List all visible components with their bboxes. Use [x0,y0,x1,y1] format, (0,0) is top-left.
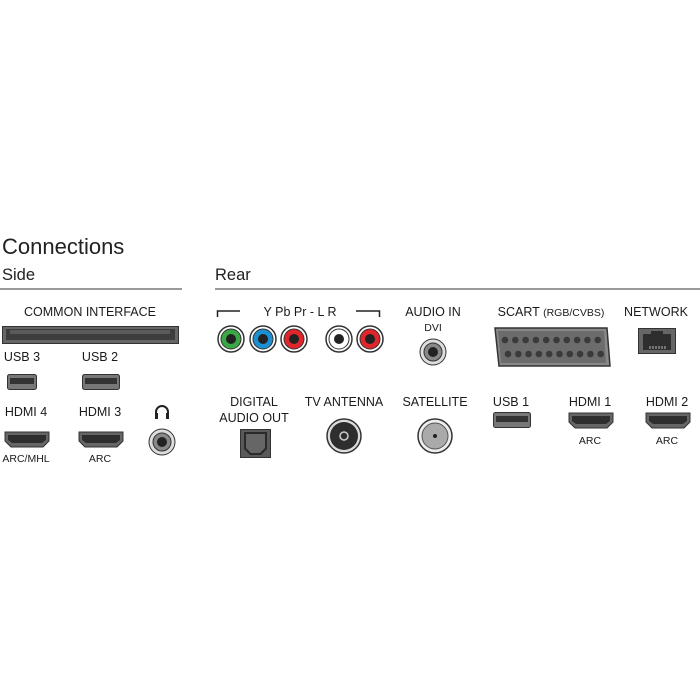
scart-pin [535,350,543,358]
rca-red-audio-jack-icon [356,325,384,353]
scart-pin [522,336,529,344]
optical-port-icon [240,429,271,458]
satellite-label: SATELLITE [402,395,468,409]
usb1-label: USB 1 [492,395,530,409]
hdmi3-label: HDMI 3 [78,405,122,419]
hdmi3-port-icon [78,431,124,448]
hdmi1-arc-label: ARC [578,435,602,447]
scart-text: SCART [497,305,540,319]
scart-pin [532,336,540,344]
usb2-label: USB 2 [81,350,119,364]
audio-in-jack-icon [419,338,447,366]
component-rca-jacks [217,325,384,353]
hdmi3-arc-label: ARC [88,453,112,465]
scart-pin [576,350,584,358]
scart-pin [566,350,574,358]
hdmi4-port-icon [4,431,50,448]
scart-pin [597,350,604,358]
scart-pin [584,336,591,344]
digital-audio-out-label-line1: DIGITAL [230,395,278,409]
hdmi1-label: HDMI 1 [568,395,612,409]
scart-pin [542,336,550,344]
satellite-jack-icon [417,418,453,454]
rear-divider [215,288,700,290]
component-bracket [216,310,381,317]
hdmi1-port-icon [568,412,614,429]
component-label: Y Pb Pr - L R [263,305,337,319]
hdmi2-arc-label: ARC [655,435,679,447]
hdmi2-label: HDMI 2 [645,395,689,409]
rca-white-jack-icon [325,325,353,353]
page-title: Connections [2,234,125,259]
scart-port-icon [494,327,611,367]
usb1-port-icon [493,412,531,428]
network-label: NETWORK [624,305,688,319]
scart-pin [515,350,522,358]
scart-pin [512,336,519,344]
headphones-icon [155,405,169,419]
hdmi2-port-icon [645,412,691,429]
digital-audio-out-label-line2: AUDIO OUT [219,411,289,425]
side-heading: Side [2,266,36,284]
usb3-label: USB 3 [3,350,41,364]
scart-pin [556,350,563,358]
scart-pin [545,350,553,358]
scart-pin [525,350,532,358]
scart-pin [563,336,571,344]
side-divider [0,288,182,290]
rca-green-jack-icon [217,325,245,353]
scart-pin [504,350,512,358]
rca-blue-jack-icon [249,325,277,353]
headphone-jack-icon [148,428,176,456]
scart-pin [587,350,594,358]
hdmi4-arc-mhl-label: ARC/MHL [2,453,50,465]
scart-label: SCART (RGB/CVBS) [498,305,605,319]
usb3-port-icon [7,374,37,390]
hdmi4-label: HDMI 4 [4,405,48,419]
network-port-icon [638,328,676,354]
rear-heading: Rear [215,266,251,284]
audio-in-label: AUDIO IN [405,305,461,319]
scart-pin [501,336,509,344]
scart-sub-label: (RGB/CVBS) [543,307,605,319]
scart-pin [553,336,560,344]
audio-in-dvi-label: DVI [424,322,442,334]
tv-antenna-jack-icon [326,418,362,454]
tv-antenna-label: TV ANTENNA [304,395,384,409]
scart-pin [594,336,601,344]
scart-pin [573,336,581,344]
rca-red-jack-icon [280,325,308,353]
usb2-port-icon [82,374,120,390]
common-interface-slot-icon [2,326,179,344]
common-interface-label: COMMON INTERFACE [24,305,156,319]
